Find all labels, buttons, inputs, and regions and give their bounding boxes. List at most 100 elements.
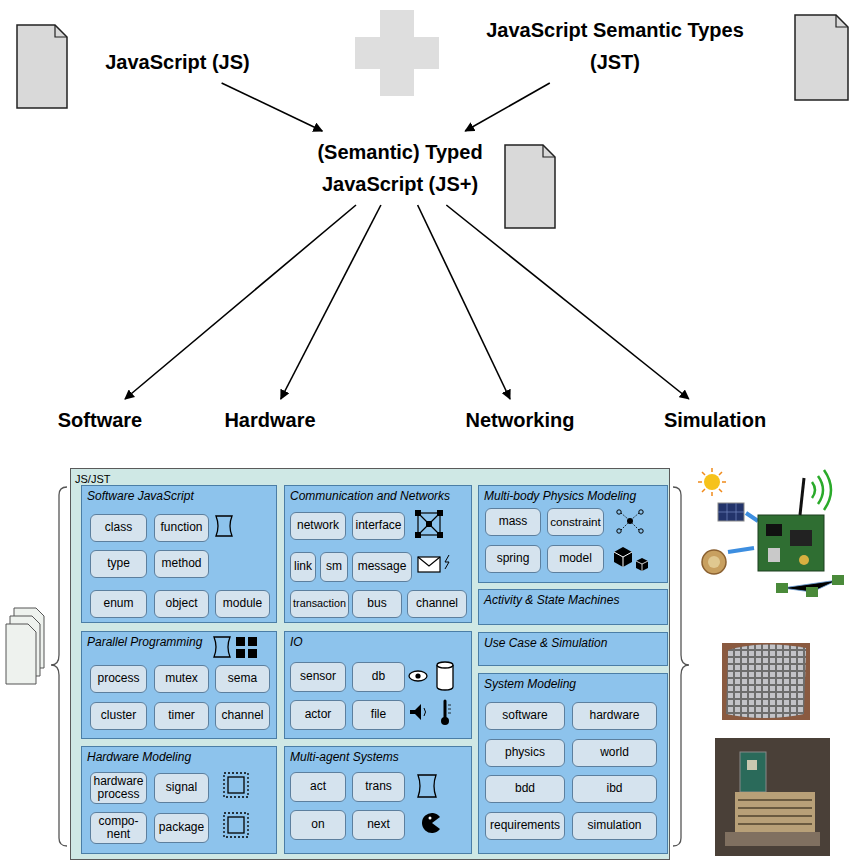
cube-edges [614,552,632,567]
concept-text: package [159,821,204,834]
concept-text: bdd [515,782,535,795]
database-icon [437,665,453,690]
concept-text: db [372,670,385,683]
concept-text: process [97,672,139,685]
piezo-center [708,556,720,568]
constraint-lines [621,513,639,530]
concept-box: actor [290,700,346,730]
concept-text: file [371,708,386,721]
concept-box: sema [215,665,270,693]
scroll-icon [418,775,436,797]
cube-icon [614,547,632,567]
concept-text: spring [497,552,530,565]
concept-text: mutex [165,672,198,685]
network-node [437,532,443,538]
panel-heading: System Modeling [479,674,581,694]
sensor-node [806,587,818,597]
panel-title: JS/JST [71,472,114,487]
concept-text: transaction [293,598,346,610]
concept-box: interface [352,512,405,540]
concept-box: on [290,810,346,840]
flow-arrow [281,205,381,399]
thermometer-icon [444,701,447,718]
concept-text: physics [505,746,545,759]
concept-text: act [310,780,326,793]
curly-brace [51,487,67,846]
concept-box: method [154,550,209,578]
mass-icon [617,510,621,514]
envelope-flap [418,557,440,566]
concept-box: act [290,772,346,802]
concept-text: software [502,709,547,722]
category-panel: Activity & State Machines [478,589,668,625]
concept-box: object [154,590,209,618]
concept-text: model [559,552,592,565]
concept-text: message [358,560,407,573]
concept-box: file [352,700,405,730]
language-label: JavaScript Semantic Types (JST) [465,14,765,78]
category-panel: IOsensordbactorfile [284,631,472,739]
concept-box: constraint [547,508,604,536]
concept-text: hardware process [93,775,144,801]
concept-text: bus [367,597,386,610]
concept-box: link [290,552,316,582]
language-label: Networking [445,404,595,436]
cube-edges [636,561,648,571]
concept-text: sensor [300,670,336,683]
concept-box: ibd [572,775,657,803]
plus-sign [355,37,439,69]
chip-pad [747,760,757,770]
concept-text: simulation [587,819,641,832]
chip [790,530,812,546]
sensor-node [776,583,788,593]
database-top [437,662,453,668]
concept-box: simulation [572,812,657,840]
concept-box: hardware process [90,772,147,804]
concept-box: message [352,552,412,582]
concept-text: sm [326,560,342,573]
speaker-wave [424,708,426,716]
thermometer-bulb [441,717,449,725]
chip-icon [228,817,244,833]
concept-text: compo- nent [93,815,144,841]
concept-box: channel [407,590,467,618]
flex-sheet [726,644,806,718]
network-icon [418,513,440,535]
chip [768,548,780,562]
concept-box: sm [320,552,348,582]
chip-icon [228,777,244,793]
concept-box: sensor [290,662,346,692]
energy-arrow [746,513,758,521]
chip-pins [224,813,248,837]
category-panel: Multi-agent Systemsacttransonnext [284,746,472,854]
category-panel: Use Case & Simulation [478,632,668,666]
piezo-disc [702,550,726,574]
panel-heading: Multi-body Physics Modeling [479,486,641,506]
cube-icon [636,558,648,571]
concept-text: class [105,521,132,534]
concept-text: mass [499,515,528,528]
language-label: Software [45,404,155,436]
concept-box: transaction [290,590,349,618]
eye-pupil [415,673,420,678]
language-label: Simulation [645,404,785,436]
pacman-icon [422,813,440,833]
document-fold [55,25,67,37]
concept-text: function [160,521,202,534]
label-text: Hardware [195,404,345,436]
concept-text: constraint [550,516,601,529]
concept-box: hardware [572,702,657,730]
flow-arrow [418,205,510,399]
concept-text: timer [168,709,195,722]
concept-box: world [572,739,657,767]
concept-box: physics [485,739,565,767]
category-panel: System Modeling software hardware physics wo… [478,673,668,854]
concept-box: software [485,702,565,730]
concept-box: package [154,813,209,843]
network-node [437,510,443,516]
circuit-board [758,515,824,571]
speaker-icon [410,704,421,720]
sun [704,474,720,490]
concept-text: requirements [490,819,560,832]
chip-layers [738,800,812,824]
